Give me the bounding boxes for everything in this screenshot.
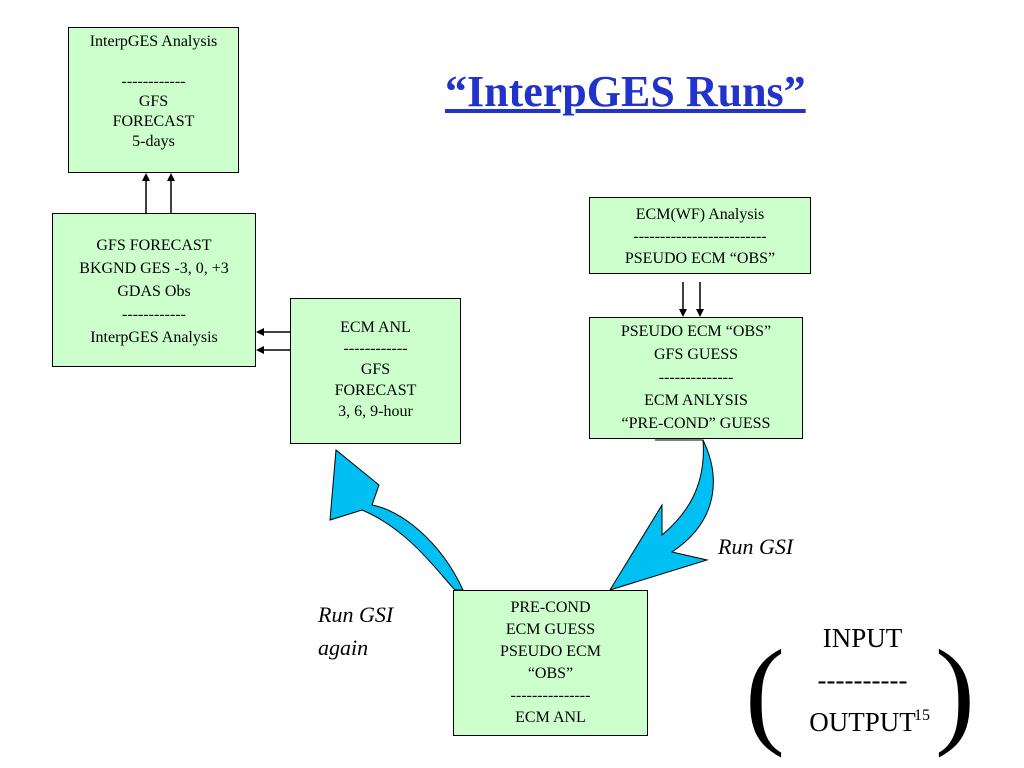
box-line: “PRE-COND” GUESS <box>621 415 771 432</box>
box-line: InterpGES Analysis <box>90 329 218 346</box>
box-line: “OBS” <box>527 665 574 682</box>
box-line: PSEUDO ECM <box>500 643 601 660</box>
ecm-anl-forecast-box: ECM ANL ------------ GFS FORECAST 3, 6, … <box>290 298 461 444</box>
box-line: 3, 6, 9-hour <box>338 403 413 420</box>
box-line: -------------- <box>658 369 734 386</box>
box-line: GFS <box>360 361 391 378</box>
box-line: ECM(WF) Analysis <box>635 206 765 223</box>
box-line: PRE-COND <box>510 599 591 616</box>
box-line: InterpGES Analysis <box>89 33 218 50</box>
box-line: GDAS Obs <box>117 283 191 300</box>
legend-divider: ---------- <box>817 665 908 695</box>
run-gsi-label: Run GSI <box>718 534 794 559</box>
legend-output: OUTPUT <box>809 707 916 737</box>
curved-arrow-run-gsi-again <box>329 449 464 591</box>
box-line: --------------- <box>510 687 591 704</box>
precond-ecm-guess-box: PRE-COND ECM GUESS PSEUDO ECM “OBS” ----… <box>453 590 648 736</box>
run-gsi-again-label-line2: again <box>318 635 369 660</box>
legend-close-paren: ) <box>935 625 975 758</box>
box-line: GFS GUESS <box>653 346 739 363</box>
page-number: 15 <box>914 707 930 724</box>
legend-input: INPUT <box>822 623 903 653</box>
box-line: 5-days <box>132 133 175 150</box>
box-line: GFS FORECAST <box>96 237 212 254</box>
box-line: FORECAST <box>334 382 417 399</box>
ecmwf-analysis-box: ECM(WF) Analysis -----------------------… <box>589 197 811 274</box>
box-line: PSEUDO ECM “OBS” <box>624 250 776 267</box>
legend-open-paren: ( <box>745 625 785 758</box>
interpges-analysis-box: InterpGES Analysis ------------ GFS FORE… <box>68 27 239 173</box>
gfs-forecast-bkgnd-box: GFS FORECAST BKGND GES -3, 0, +3 GDAS Ob… <box>52 213 256 367</box>
box-line: ECM ANLYSIS <box>644 392 748 409</box>
box-line: PSEUDO ECM “OBS” <box>620 323 772 340</box>
box-line: FORECAST <box>112 113 195 130</box>
pseudo-ecm-obs-box: PSEUDO ECM “OBS” GFS GUESS -------------… <box>589 317 803 439</box>
box-line: ------------------------- <box>633 228 767 245</box>
slide-title: “InterpGES Runs” <box>445 67 806 116</box>
box-line: ECM GUESS <box>505 621 596 638</box>
box-line: ECM ANL <box>340 319 411 336</box>
box-line: ------------ <box>343 340 408 357</box>
box-line: GFS <box>138 93 169 110</box>
box-line: ------------ <box>121 73 186 90</box>
curved-arrow-run-gsi <box>608 439 714 591</box>
box-line: ------------ <box>122 306 186 323</box>
box-line: ECM ANL <box>515 709 586 726</box>
box-line: BKGND GES -3, 0, +3 <box>79 260 229 277</box>
run-gsi-again-label-line1: Run GSI <box>318 602 394 627</box>
